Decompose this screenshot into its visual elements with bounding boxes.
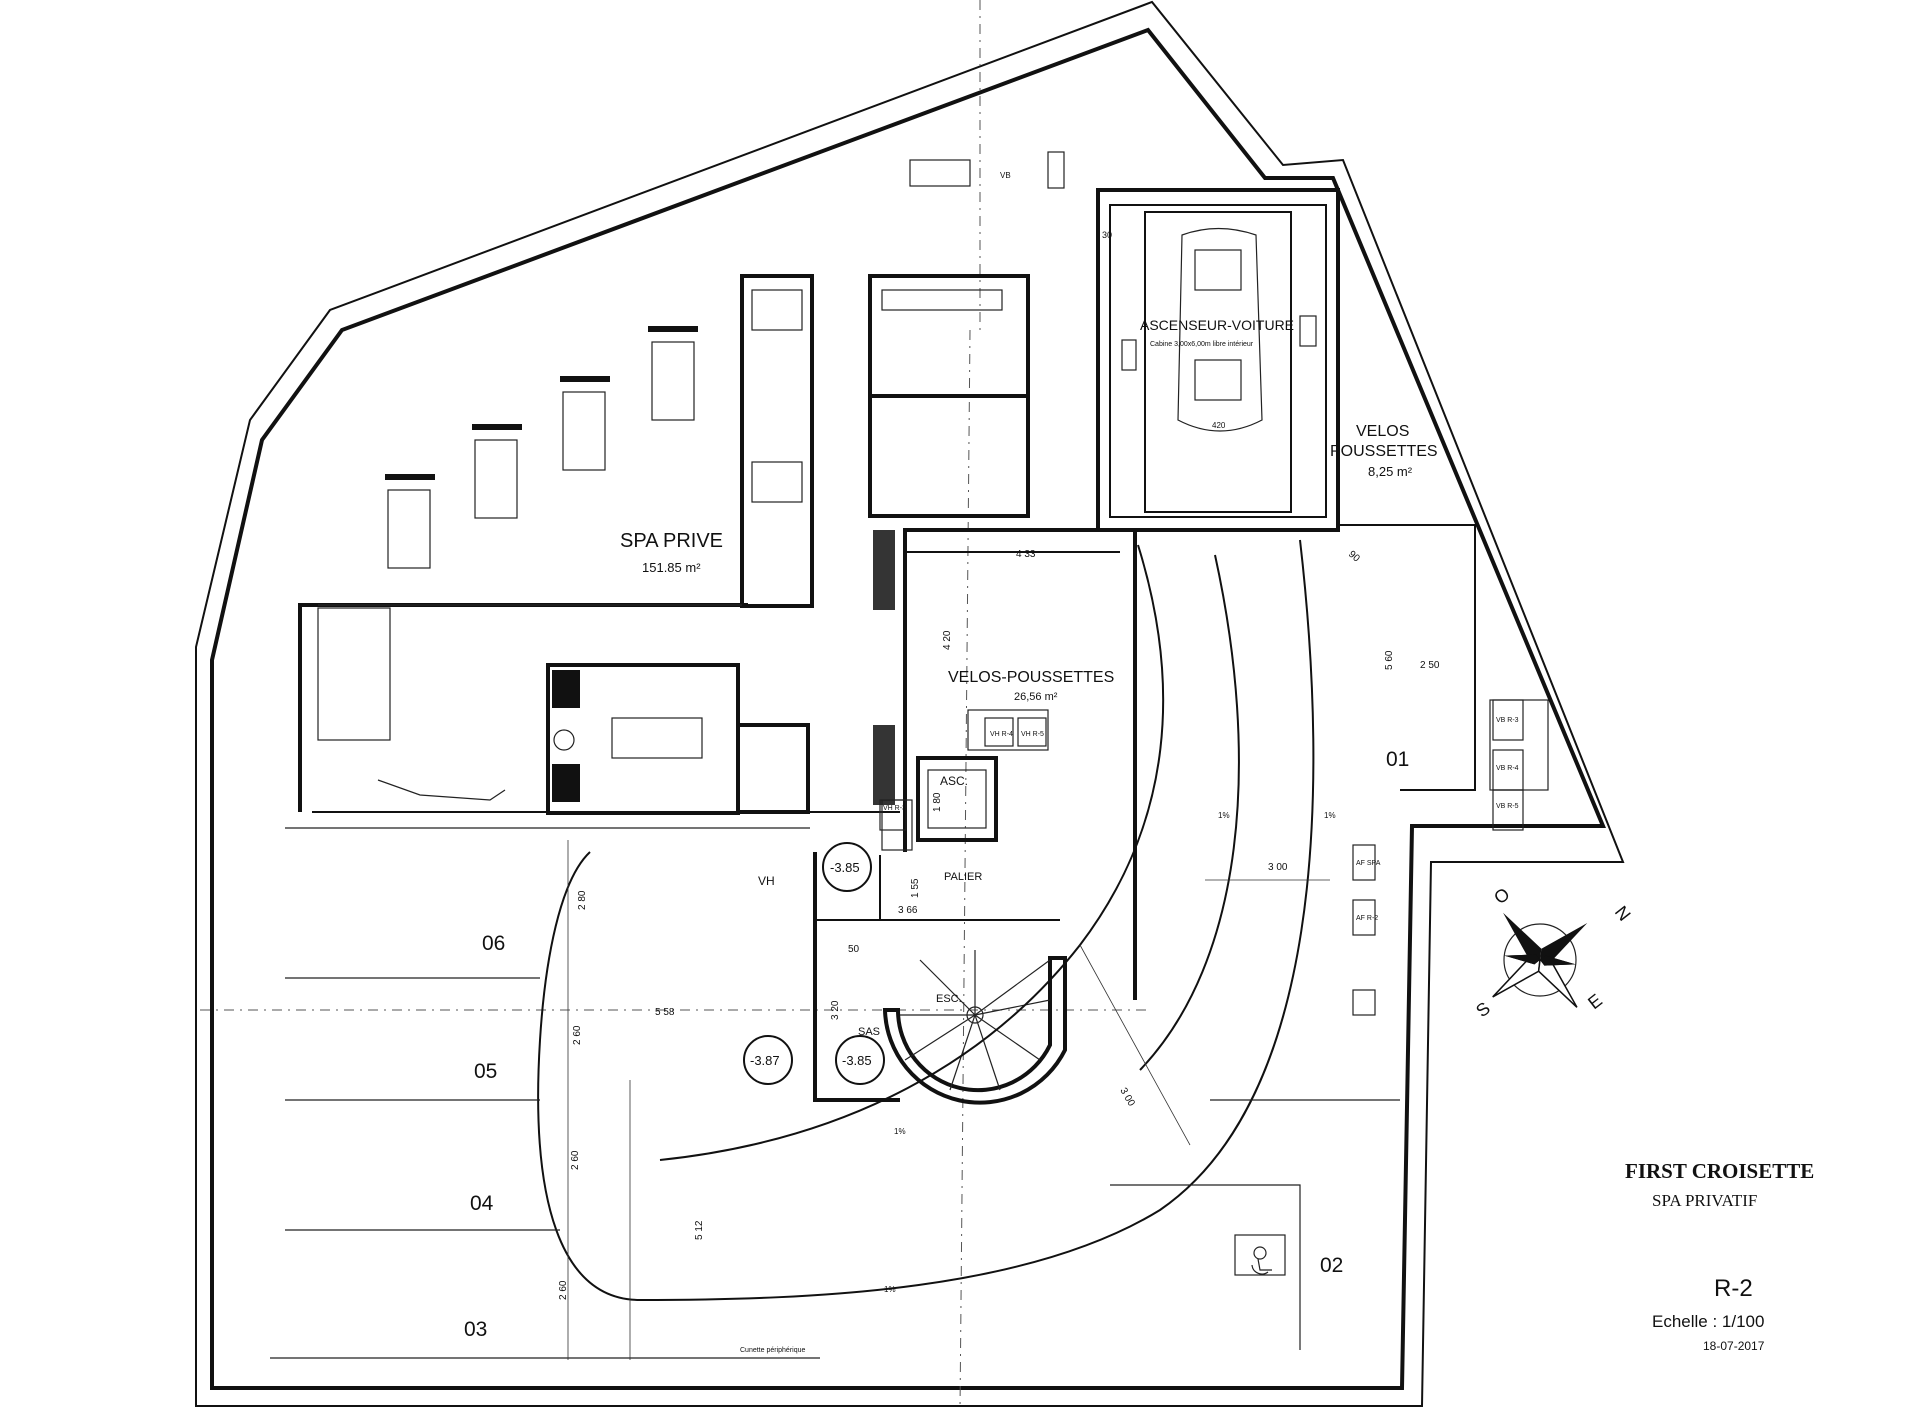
dim-320: 3 20 [830, 1000, 841, 1020]
velos-main-area: 26,56 m² [1014, 691, 1058, 703]
vb-r5: VB R-5 [1496, 803, 1519, 810]
dim-420: 4 20 [942, 630, 953, 650]
slope-2: 1% [1324, 811, 1336, 820]
dim-260c: 2 60 [558, 1280, 569, 1300]
date-label: 18-07-2017 [1703, 1339, 1765, 1353]
vh-r4: VH R-4 [990, 731, 1013, 738]
dim-180: 1 80 [932, 792, 943, 812]
scale-label: Echelle : 1/100 [1652, 1312, 1764, 1331]
site-boundary-outer [195, 0, 1625, 1407]
dim-512: 5 12 [694, 1220, 705, 1240]
vb-top: VB [1000, 171, 1011, 180]
car-lift-label: ASCENSEUR-VOITURE [1140, 317, 1294, 333]
dim-300b: 3 00 [1117, 1086, 1136, 1109]
level-title: R-2 [1714, 1275, 1753, 1302]
sas-level: -3.85 [842, 1053, 872, 1068]
dim-30: 30 [1102, 230, 1112, 240]
stairs-label: ESC. [936, 993, 962, 1005]
slope-3: 1% [894, 1127, 906, 1136]
spa-area: 151.85 m² [642, 560, 701, 575]
dim-366: 3 66 [898, 905, 918, 916]
vb-r3: VB R-3 [1496, 717, 1519, 724]
vh-r5: VH R-5 [1021, 731, 1044, 738]
dim-260b: 2 60 [570, 1150, 581, 1170]
vh-r3: VH R-3 [883, 805, 906, 812]
dim-90: 90 [1346, 549, 1362, 565]
dim-420-car: 420 [1212, 421, 1226, 430]
parking-space-04: 04 [470, 1192, 494, 1215]
af-spa: AF SPA [1356, 860, 1381, 867]
parking-space-05: 05 [474, 1060, 497, 1083]
compass-n: N [1611, 902, 1635, 925]
dim-560: 5 60 [1384, 650, 1395, 670]
slope-4: 1% [884, 1285, 896, 1294]
dim-260a: 2 60 [572, 1025, 583, 1045]
velos-small-line2: POUSSETTES [1330, 443, 1438, 460]
slope-1: 1% [1218, 811, 1230, 820]
dim-50: 50 [848, 944, 860, 955]
landing-label: PALIER [944, 871, 982, 883]
lift-label: ASC. [940, 774, 968, 788]
parking-space-02: 02 [1320, 1254, 1343, 1277]
dim-300a: 3 00 [1268, 862, 1288, 873]
compass-s: S [1472, 998, 1494, 1021]
landing-level: -3.85 [830, 860, 860, 875]
parking-space-06: 06 [482, 932, 505, 955]
stair-level: -3.87 [750, 1053, 780, 1068]
velos-main-name: VELOS-POUSSETTES [948, 669, 1114, 686]
velos-small-area: 8,25 m² [1368, 464, 1413, 479]
airlock-label: SAS [858, 1026, 880, 1038]
compass-rose-icon [1492, 912, 1588, 1008]
parking-space-01: 01 [1386, 748, 1409, 771]
dim-558: 5 58 [655, 1007, 675, 1018]
dim-280: 2 80 [577, 890, 588, 910]
af-r2: AF R-2 [1356, 915, 1378, 922]
velos-small-line1: VELOS [1356, 423, 1409, 440]
compass-e: E [1584, 990, 1606, 1013]
project-title: FIRST CROISETTE [1625, 1159, 1814, 1183]
cunette-label: Cunette périphérique [740, 1347, 805, 1354]
parking-space-03: 03 [464, 1318, 487, 1341]
compass-o: O [1490, 884, 1513, 908]
spa-name: SPA PRIVE [620, 530, 723, 552]
dim-433: 4 33 [1016, 549, 1036, 560]
vb-r4: VB R-4 [1496, 765, 1519, 772]
project-subtitle: SPA PRIVATIF [1652, 1191, 1757, 1210]
site-boundary-inner [210, 27, 1606, 1390]
vh-label: VH [758, 874, 775, 888]
dim-250: 2 50 [1420, 660, 1440, 671]
dim-155: 1 55 [910, 878, 921, 898]
car-lift-note: Cabine 3,00x6,00m libre intérieur [1150, 341, 1254, 348]
